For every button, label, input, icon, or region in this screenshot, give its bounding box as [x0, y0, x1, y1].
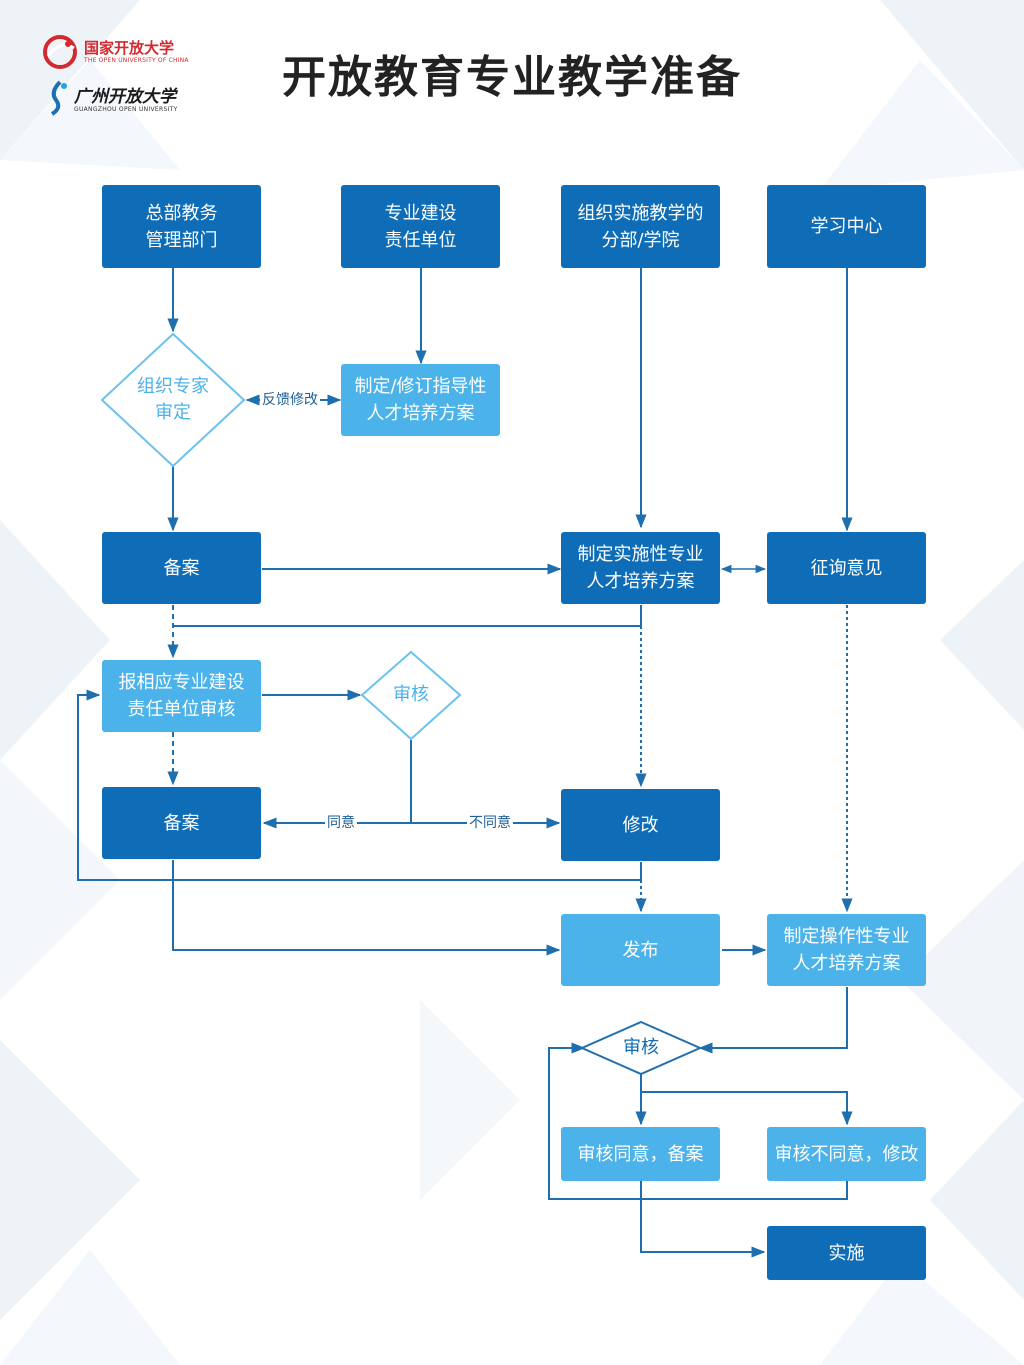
gzou-emblem-icon [50, 80, 67, 116]
label-feedback: 反馈修改 [260, 391, 320, 409]
node-publish: 发布 [561, 914, 720, 986]
node-hq-affairs: 总部教务 管理部门 [102, 185, 261, 268]
node-review-1: 审核 [393, 684, 429, 705]
node-modify: 修改 [561, 789, 720, 861]
node-branch-college: 组织实施教学的 分部/学院 [561, 185, 720, 268]
page-title: 开放教育专业教学准备 [282, 52, 742, 103]
ouc-name-en: THE OPEN UNIVERSITY OF CHINA [84, 57, 189, 64]
gzou-name-en: GUANGZHOU OPEN UNIVERSITY [74, 106, 178, 113]
node-record-2: 备案 [102, 787, 261, 859]
node-record-1: 备案 [102, 532, 261, 604]
node-reject-modify: 审核不同意，修改 [767, 1127, 926, 1181]
node-review-2: 审核 [623, 1037, 659, 1058]
node-consult: 征询意见 [767, 532, 926, 604]
gzou-logo: 广州开放大学 GUANGZHOU OPEN UNIVERSITY [46, 80, 196, 118]
review1-diamond [360, 650, 462, 741]
expert-review-diamond [100, 332, 246, 468]
gzou-name: 广州开放大学 [74, 87, 176, 107]
node-guide-plan: 制定/修订指导性 人才培养方案 [341, 364, 500, 436]
node-major-unit: 专业建设 责任单位 [341, 185, 500, 268]
node-expert-review: 组织专家 审定 [137, 376, 209, 423]
ouc-emblem-icon [43, 35, 77, 69]
ouc-name: 国家开放大学 [84, 39, 175, 57]
label-agree: 同意 [325, 814, 357, 832]
node-op-plan: 制定操作性专业 人才培养方案 [767, 914, 926, 986]
ouc-logo: 国家开放大学 THE OPEN UNIVERSITY OF CHINA [42, 34, 192, 70]
node-report: 报相应专业建设 责任单位审核 [102, 660, 261, 732]
label-disagree: 不同意 [467, 814, 513, 832]
node-learning-center: 学习中心 [767, 185, 926, 268]
review2-diamond [579, 1020, 703, 1076]
node-impl-plan: 制定实施性专业 人才培养方案 [561, 532, 720, 604]
node-approve-record: 审核同意，备案 [561, 1127, 720, 1181]
node-implement: 实施 [767, 1226, 926, 1280]
